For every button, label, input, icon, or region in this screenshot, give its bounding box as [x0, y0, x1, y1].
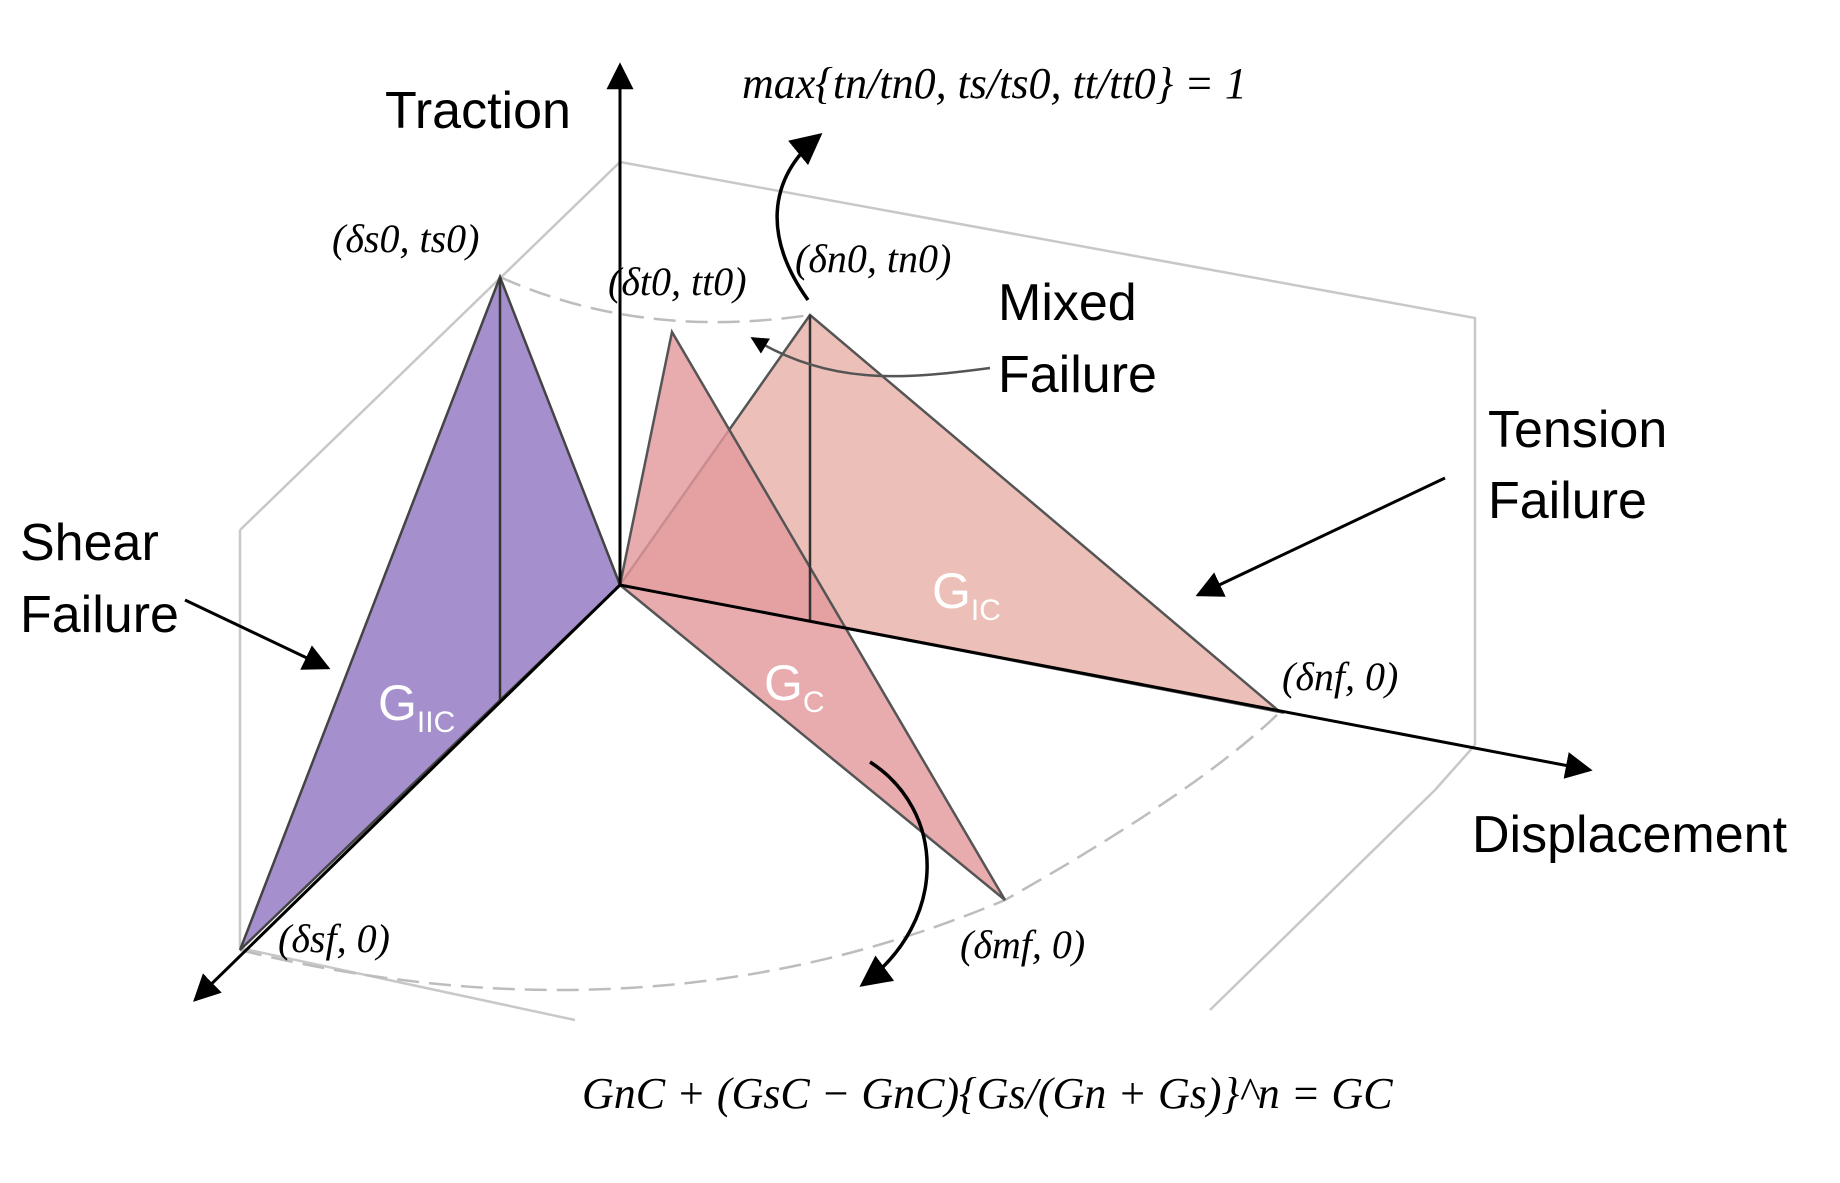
back-frame-top [239, 160, 1477, 745]
shear-axis [193, 583, 622, 1002]
mixed-failure-label-line1: Mixed [998, 274, 1137, 332]
mixed-final-coord: (δmf, 0) [960, 922, 1085, 967]
mixed-energy-label: GC [764, 655, 825, 719]
mixed-failure-arrow [750, 336, 991, 378]
peak-envelope-arc [499, 275, 811, 324]
propagation-criterion-arrow [859, 760, 929, 987]
mixed-energy-sub: C [803, 686, 825, 719]
front-right-edge [1209, 789, 1436, 1011]
propagation-criterion-equation: GnC + (GsC − GnC){Gs/(Gn + Gs)}^n = GC [582, 1069, 1393, 1118]
axes [193, 62, 1593, 1002]
shear-failure-label-line1: Shear [20, 514, 159, 572]
displacement-axis-label: Displacement [1472, 806, 1788, 864]
displacement-axis [619, 583, 1593, 779]
initiation-criterion-arrow [775, 133, 823, 302]
normal-peak-coord: (δn0, tn0) [795, 236, 951, 281]
pointer-arrows [184, 133, 1446, 987]
tension-failure-arrow [1195, 476, 1446, 597]
right-bottom-edge [1434, 744, 1476, 791]
shear-failure-label-line2: Failure [20, 586, 179, 644]
initiation-criterion-equation: max{tn/tn0, ts/ts0, tt/tt0} = 1 [742, 59, 1247, 108]
shear-energy-label: GIIC [378, 675, 455, 739]
normal-final-coord: (δnf, 0) [1282, 654, 1398, 699]
tension-energy-sub: IC [971, 594, 1001, 627]
shear-final-coord: (δsf, 0) [278, 916, 390, 961]
mixed-energy-main: G [764, 655, 803, 711]
bottom-frame-edge [239, 946, 576, 1022]
shear-energy-sub: IIC [417, 706, 455, 739]
peak-drop-lines [498, 277, 812, 700]
shear-failure-region [238, 273, 622, 951]
tangential-peak-coord: (δt0, tt0) [608, 259, 747, 304]
mixed-failure-region [618, 328, 1007, 901]
mixed-failure-label-line2: Failure [998, 346, 1157, 404]
shear-failure-arrow [184, 598, 331, 670]
shear-peak-coord: (δs0, ts0) [332, 216, 479, 261]
traction-axis-label: Traction [385, 82, 571, 140]
tension-energy-main: G [932, 563, 971, 619]
tension-energy-label: GIC [932, 563, 1001, 627]
tension-failure-label-line2: Failure [1488, 472, 1647, 530]
shear-energy-main: G [378, 675, 417, 731]
tension-failure-label-line1: Tension [1488, 401, 1667, 459]
